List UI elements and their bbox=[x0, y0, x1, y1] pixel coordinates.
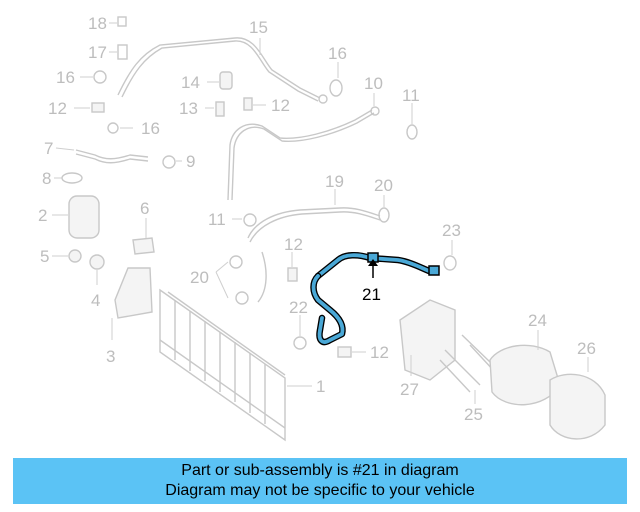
callout-26: 26 bbox=[577, 339, 596, 358]
callout-21: 21 bbox=[362, 285, 381, 304]
callout-23: 23 bbox=[442, 221, 461, 240]
callout-10: 10 bbox=[364, 74, 383, 93]
hose-assembly-21[interactable] bbox=[310, 252, 440, 346]
callout-16: 16 bbox=[56, 68, 75, 87]
callout-labels: 18 15 17 16 16 16 14 10 11 12 13 12 7 9 … bbox=[38, 14, 596, 424]
callout-16: 16 bbox=[328, 44, 347, 63]
callout-8: 8 bbox=[42, 169, 51, 188]
callout-12: 12 bbox=[48, 99, 67, 118]
callout-15: 15 bbox=[249, 18, 268, 37]
info-banner: Part or sub-assembly is #21 in diagram D… bbox=[13, 458, 627, 504]
callout-9: 9 bbox=[186, 152, 195, 171]
callout-17: 17 bbox=[88, 43, 107, 62]
callout-24: 24 bbox=[528, 311, 547, 330]
callout-20: 20 bbox=[374, 176, 393, 195]
callout-18: 18 bbox=[88, 14, 107, 33]
callout-4: 4 bbox=[91, 291, 100, 310]
callout-19: 19 bbox=[325, 172, 344, 191]
background-parts bbox=[61, 16, 606, 442]
callout-27: 27 bbox=[400, 380, 419, 399]
callout-14: 14 bbox=[181, 73, 200, 92]
callout-1: 1 bbox=[316, 377, 325, 396]
parts-diagram: 18 15 17 16 16 16 14 10 11 12 13 12 7 9 … bbox=[38, 14, 606, 442]
leader-lines bbox=[52, 22, 589, 404]
callout-13: 13 bbox=[179, 99, 198, 118]
callout-11: 11 bbox=[208, 210, 226, 229]
banner-line-1: Part or sub-assembly is #21 in diagram bbox=[181, 462, 459, 479]
callout-12: 12 bbox=[271, 96, 290, 115]
callout-16: 16 bbox=[141, 119, 160, 138]
callout-6: 6 bbox=[140, 199, 149, 218]
callout-3: 3 bbox=[106, 347, 115, 366]
callout-22: 22 bbox=[289, 298, 308, 317]
callout-2: 2 bbox=[38, 206, 47, 225]
callout-7: 7 bbox=[44, 139, 53, 158]
callout-25: 25 bbox=[464, 405, 483, 424]
callout-5: 5 bbox=[40, 247, 49, 266]
callout-20: 20 bbox=[190, 268, 209, 287]
condenser bbox=[159, 288, 286, 442]
callout-11: 11 bbox=[402, 86, 420, 105]
callout-12: 12 bbox=[370, 343, 389, 362]
banner-line-2: Diagram may not be specific to your vehi… bbox=[165, 482, 475, 499]
callout-12: 12 bbox=[284, 235, 303, 254]
